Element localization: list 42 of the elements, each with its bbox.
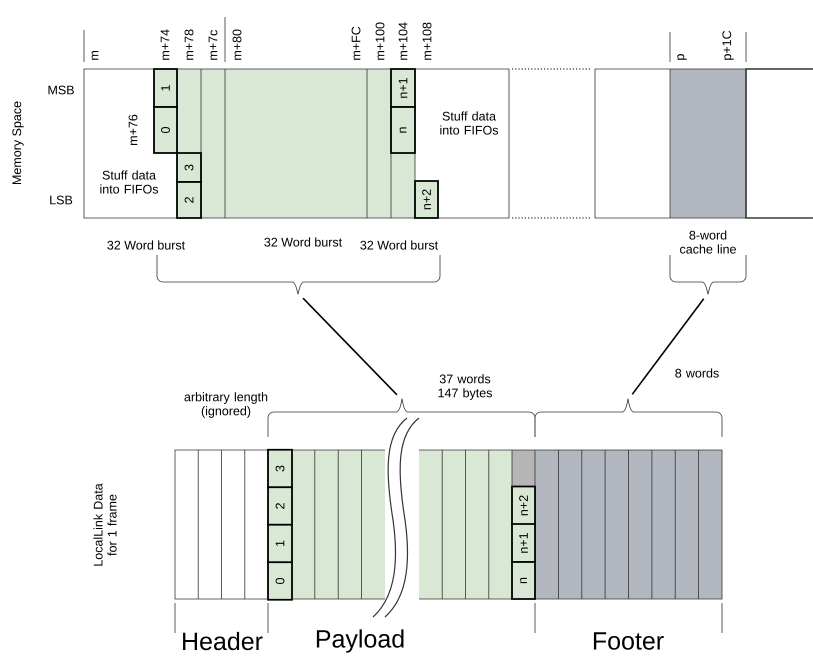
brace-label: 8-word cache line <box>680 230 736 254</box>
address-label: m+7c <box>208 30 218 60</box>
address-label: m+108 <box>422 22 432 60</box>
word-cell: 3 <box>176 152 202 183</box>
address-label: p <box>677 54 687 60</box>
text-label: 32 Word burst <box>107 240 186 250</box>
memory-space-label: Memory Space <box>12 102 24 184</box>
note-text: arbitrary length (ignored) <box>184 392 268 418</box>
address-label: m+78 <box>184 30 194 60</box>
connector-line <box>632 298 704 395</box>
word-cell: 0 <box>267 561 293 601</box>
word-cell: 3 <box>267 448 293 488</box>
connector-line <box>302 298 398 396</box>
section-label: Header <box>183 632 263 650</box>
word-cell: n+2 <box>414 180 439 219</box>
address-label: m+80 <box>232 29 242 60</box>
word-cell: 2 <box>267 486 293 526</box>
text-label: 32 Word burst <box>360 240 438 250</box>
address-label: m+FC <box>352 26 360 60</box>
word-cell: 2 <box>176 181 202 219</box>
word-cell: n+1 <box>511 523 536 563</box>
word-cell: n <box>390 106 416 154</box>
word-cell: 0 <box>153 106 178 154</box>
section-label: Footer <box>594 632 664 650</box>
section-label: Payload <box>316 629 404 653</box>
address-label: m+100 <box>376 22 384 60</box>
word-cell: 1 <box>267 524 293 564</box>
brace <box>156 254 440 294</box>
text-label: m+76 <box>128 114 138 145</box>
text-label: LSB <box>50 196 72 204</box>
word-cell: n <box>511 561 536 600</box>
note-text: Stuff data into FIFOs <box>440 111 498 135</box>
brace-label: 37 words 147 bytes <box>438 374 492 400</box>
brace-label: 8 words <box>675 368 719 378</box>
note-text: Stuff data into FIFOs <box>100 170 158 194</box>
word-cell: n+1 <box>390 68 416 108</box>
axis-title: LocalLink Data for 1 frame <box>93 483 117 566</box>
word-cell: n+2 <box>511 486 536 526</box>
address-label: m <box>92 51 98 60</box>
word-cell: 1 <box>153 68 178 108</box>
address-label: p+1C <box>722 30 734 60</box>
text-label: MSB <box>48 86 74 94</box>
